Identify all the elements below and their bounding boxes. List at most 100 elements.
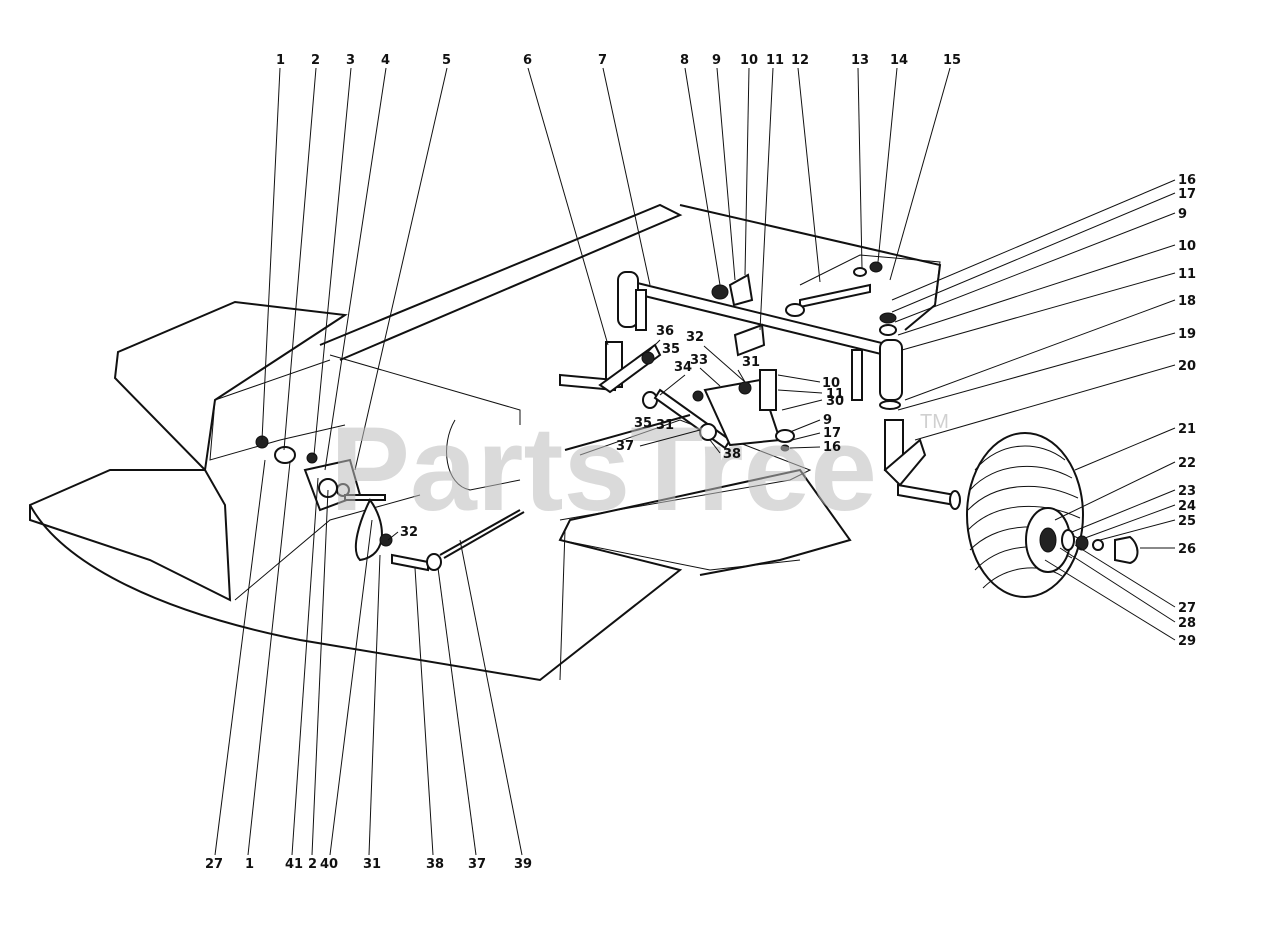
callout-right-17: 17 bbox=[1178, 187, 1196, 202]
callout-right-21: 21 bbox=[1178, 422, 1196, 437]
callout-inner-17: 17 bbox=[823, 426, 841, 441]
nut-16-plate bbox=[780, 444, 790, 452]
callout-right-10: 10 bbox=[1178, 239, 1196, 254]
callout-top-3: 3 bbox=[346, 53, 355, 68]
callout-right-29: 29 bbox=[1178, 634, 1196, 649]
stub-axle-washer bbox=[949, 490, 961, 510]
nut-25 bbox=[1092, 539, 1104, 551]
callout-top-11: 11 bbox=[766, 53, 784, 68]
callout-inner-31-a: 31 bbox=[742, 355, 760, 370]
callout-right-22: 22 bbox=[1178, 456, 1196, 471]
callout-top-4: 4 bbox=[381, 53, 390, 68]
callouts-bottom: 27 1 41 2 40 31 38 37 39 bbox=[205, 857, 532, 872]
callout-top-10: 10 bbox=[740, 53, 758, 68]
pivot-hardware bbox=[711, 254, 941, 357]
callout-right-19: 19 bbox=[1178, 327, 1196, 342]
callout-right-27: 27 bbox=[1178, 601, 1196, 616]
nut-32 bbox=[379, 533, 393, 547]
callout-right-23: 23 bbox=[1178, 484, 1196, 499]
callout-right-26: 26 bbox=[1178, 542, 1196, 557]
pedal-shaft bbox=[344, 494, 386, 501]
tie-rod-upper bbox=[564, 414, 691, 451]
bushing-11-pivot bbox=[733, 323, 766, 357]
drag-link-rod-39-b bbox=[443, 511, 525, 559]
washer-9-plate bbox=[775, 429, 795, 443]
front-wheel bbox=[966, 432, 1139, 598]
callout-inner-31-b: 31 bbox=[656, 418, 674, 433]
bearing-23 bbox=[1061, 529, 1075, 551]
callout-bottom-38: 38 bbox=[426, 857, 444, 872]
watermark: PartsTree TM bbox=[330, 402, 949, 536]
callout-bottom-1: 1 bbox=[245, 857, 254, 872]
callout-top-1: 1 bbox=[276, 53, 285, 68]
leader-lines-top bbox=[261, 67, 951, 471]
front-bracket-15 bbox=[799, 254, 941, 301]
axle-pin-left bbox=[635, 289, 647, 331]
callout-top-14: 14 bbox=[890, 53, 908, 68]
callout-top-15: 15 bbox=[943, 53, 961, 68]
pedal-assembly bbox=[255, 435, 442, 572]
callout-inner-32-left: 32 bbox=[400, 525, 418, 540]
spindle-washer-18 bbox=[879, 400, 901, 410]
callout-bottom-41: 41 bbox=[285, 857, 303, 872]
inner-frame-rail bbox=[329, 354, 521, 425]
right-frame-rail bbox=[679, 204, 942, 331]
nut-31-b bbox=[692, 390, 704, 402]
ball-joint-36 bbox=[641, 351, 655, 365]
callout-bottom-2: 2 bbox=[308, 857, 317, 872]
inner-cross-member bbox=[234, 494, 421, 601]
leader-lines-bottom bbox=[214, 459, 523, 856]
callout-inner-9: 9 bbox=[823, 413, 832, 428]
watermark-trademark: TM bbox=[920, 411, 949, 433]
callout-inner-35-b: 35 bbox=[634, 416, 652, 431]
callout-top-9: 9 bbox=[712, 53, 721, 68]
dash-panel bbox=[209, 359, 346, 461]
floor-plate bbox=[559, 419, 812, 521]
callout-inner-37: 37 bbox=[616, 439, 634, 454]
callout-inner-11: 11 bbox=[826, 387, 844, 402]
callout-right-20: 20 bbox=[1178, 359, 1196, 374]
callout-inner-38: 38 bbox=[723, 447, 741, 462]
callout-right-18: 18 bbox=[1178, 294, 1196, 309]
bushing-11 bbox=[879, 324, 897, 336]
callout-right-24: 24 bbox=[1178, 499, 1196, 514]
callout-bottom-40: 40 bbox=[320, 857, 338, 872]
callout-right-11: 11 bbox=[1178, 267, 1196, 282]
callout-bottom-37: 37 bbox=[468, 857, 486, 872]
callout-inner-32: 32 bbox=[686, 330, 704, 345]
drag-link-rod-39 bbox=[439, 509, 521, 556]
callout-right-16: 16 bbox=[1178, 173, 1196, 188]
front-axle bbox=[617, 271, 961, 510]
callout-top-5: 5 bbox=[442, 53, 451, 68]
steering-arm-40 bbox=[354, 498, 383, 562]
callout-bottom-39: 39 bbox=[514, 857, 532, 872]
leader-lines-right bbox=[891, 179, 1176, 641]
leader-lines-inner bbox=[387, 339, 823, 541]
ball-stud-38 bbox=[391, 553, 429, 572]
ball-joint-37 bbox=[426, 553, 442, 571]
callout-right-9: 9 bbox=[1178, 207, 1187, 222]
watermark-text: PartsTree bbox=[330, 402, 877, 536]
hub-cap-26 bbox=[1114, 535, 1139, 565]
callout-bottom-31: 31 bbox=[363, 857, 381, 872]
callout-top-6: 6 bbox=[523, 53, 532, 68]
callout-right-25: 25 bbox=[1178, 514, 1196, 529]
callout-inner-36: 36 bbox=[656, 324, 674, 339]
upper-frame-rail bbox=[319, 203, 683, 361]
pedal-washer bbox=[336, 483, 350, 497]
bushing-2 bbox=[274, 446, 296, 464]
callout-top-12: 12 bbox=[791, 53, 809, 68]
steering-pivot-post bbox=[759, 369, 777, 411]
callout-bottom-27: 27 bbox=[205, 857, 223, 872]
callouts-inner: 36 35 32 33 34 31 10 11 30 35 31 37 38 9… bbox=[400, 324, 844, 540]
axle-pin-right bbox=[851, 349, 863, 401]
callouts-top: 1 2 3 4 5 6 7 8 9 10 11 12 13 14 15 bbox=[276, 53, 961, 68]
nut-3 bbox=[306, 452, 318, 464]
lower-deck-outline bbox=[29, 468, 852, 682]
callouts-right: 16 17 9 10 11 18 19 20 21 22 23 24 25 26… bbox=[1178, 173, 1196, 649]
callout-top-13: 13 bbox=[851, 53, 869, 68]
nut-14 bbox=[869, 261, 883, 273]
right-stub-axle bbox=[897, 483, 956, 507]
nut-31 bbox=[738, 381, 752, 395]
